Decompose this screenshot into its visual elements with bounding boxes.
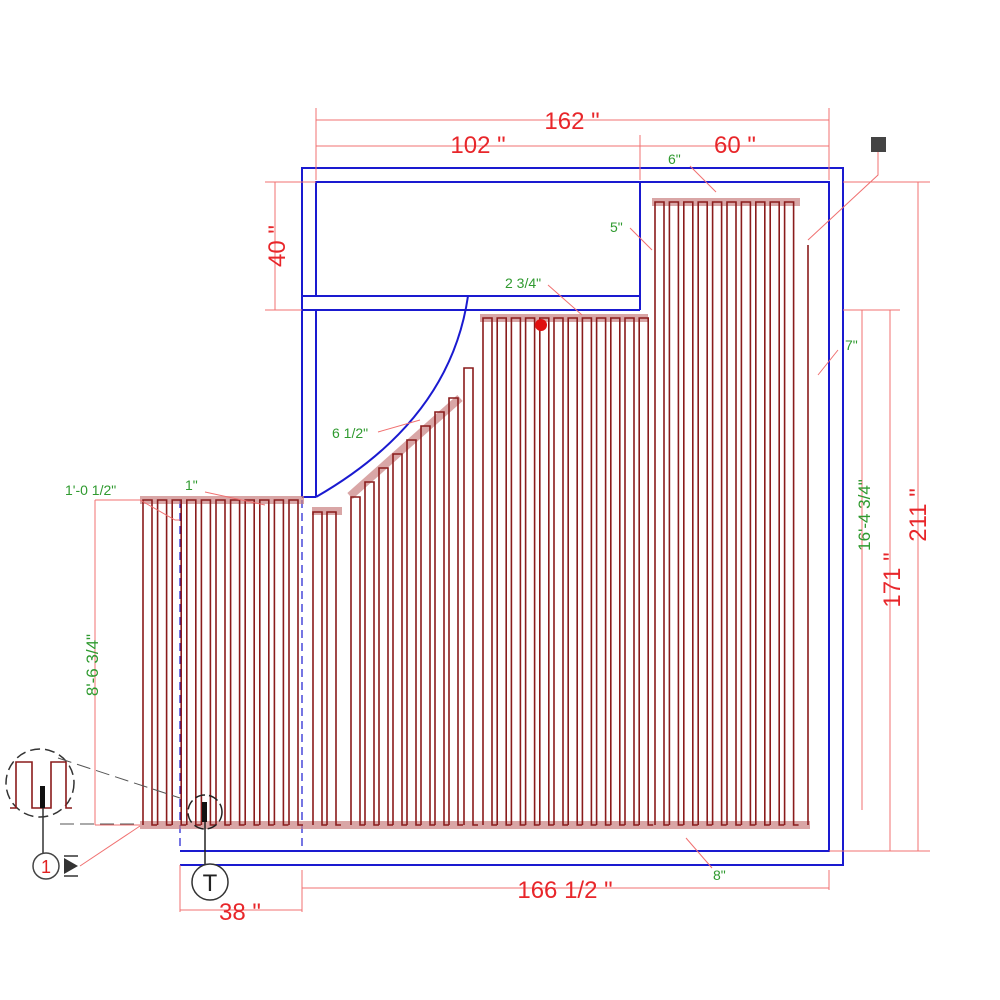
pipe-loop xyxy=(567,317,583,826)
pipe-loop xyxy=(740,201,756,826)
pipe-loop xyxy=(434,411,449,826)
pipe-loop xyxy=(610,317,625,826)
pipe-loop xyxy=(595,317,611,826)
pipe-loop xyxy=(496,317,512,826)
pipe-loop xyxy=(326,511,341,826)
pipe-loop xyxy=(668,201,684,826)
pipe-loop xyxy=(783,201,799,826)
pipe-loop xyxy=(624,317,639,826)
start-point-marker xyxy=(535,319,547,331)
label-diagonal-offset: 6 1/2" xyxy=(332,425,368,441)
pipe-loop xyxy=(406,439,421,826)
dim-closet-width: 102 " xyxy=(450,132,505,159)
label-left-top-offset: 1" xyxy=(185,477,198,493)
pipe-loop xyxy=(142,499,157,826)
heating-loops xyxy=(142,201,809,826)
pipe-loop xyxy=(482,317,497,826)
pipe-loop xyxy=(463,367,478,826)
pipe-loop xyxy=(229,499,245,826)
circuit-1-marker[interactable]: 1 xyxy=(32,825,141,880)
label-left-length: 8'-6 3/4" xyxy=(83,634,102,696)
pipe-loop xyxy=(273,499,289,826)
dim-bottom-width: 166 1/2 " xyxy=(517,877,612,904)
pipe-loop xyxy=(392,453,407,826)
pipe-loop xyxy=(638,317,654,826)
pipe-loop xyxy=(711,201,727,826)
dim-right-height: 171 " xyxy=(879,552,906,607)
pipe-loop xyxy=(539,317,554,826)
pipe-loop xyxy=(186,499,201,826)
dim-total-height: 211 " xyxy=(905,488,932,541)
pipe-loop xyxy=(581,317,597,826)
walls xyxy=(179,167,844,866)
pipe-loop xyxy=(171,499,187,826)
pipe-loop xyxy=(378,467,393,826)
pipe-loop xyxy=(755,201,770,826)
label-top-right-offset: 5" xyxy=(610,219,623,235)
pipe-loop xyxy=(244,499,260,826)
pipe-loop xyxy=(697,201,713,826)
pipe-loop xyxy=(215,499,230,826)
pipe-loop xyxy=(288,499,303,826)
dim-total-width: 162 " xyxy=(544,108,599,135)
circuit-number: 1 xyxy=(41,857,51,877)
dimension-lines xyxy=(94,108,930,912)
pipe-loop xyxy=(420,425,435,826)
flow-arrow-icon xyxy=(64,858,78,874)
pipe-loop xyxy=(259,499,274,826)
dim-closet-depth: 40 " xyxy=(264,225,291,267)
label-right-length: 16'-4 3/4" xyxy=(855,479,874,551)
pipe-loop xyxy=(524,317,540,826)
pipe-loop xyxy=(350,496,365,826)
label-bottom-offset: 8" xyxy=(713,867,726,883)
pipe-loop xyxy=(553,317,568,826)
thermostat-label: T xyxy=(203,870,218,897)
dim-right-width: 60 " xyxy=(714,132,756,159)
pipe-loop xyxy=(448,397,463,826)
thermostat-marker[interactable]: T xyxy=(191,863,229,901)
pipe-loop xyxy=(769,201,785,826)
label-top-right-spacing: 6" xyxy=(668,151,681,167)
manifold-marker-icon xyxy=(871,137,886,152)
label-right-offset: 7" xyxy=(845,337,858,353)
pipe-loop xyxy=(200,499,216,826)
label-center-offset: 2 3/4" xyxy=(505,275,541,291)
pipe-loop xyxy=(726,201,741,826)
dim-left-width: 38 " xyxy=(219,899,261,926)
pipe-loop xyxy=(364,481,379,826)
label-left-edge-offset: 1'-0 1/2" xyxy=(65,482,116,498)
pipe-loop xyxy=(510,317,526,826)
pipe-loop xyxy=(312,511,327,826)
pipe-loop xyxy=(654,201,669,826)
detail-callout xyxy=(5,748,223,866)
pipe-loop xyxy=(156,499,172,826)
pipe-loop xyxy=(683,201,698,826)
